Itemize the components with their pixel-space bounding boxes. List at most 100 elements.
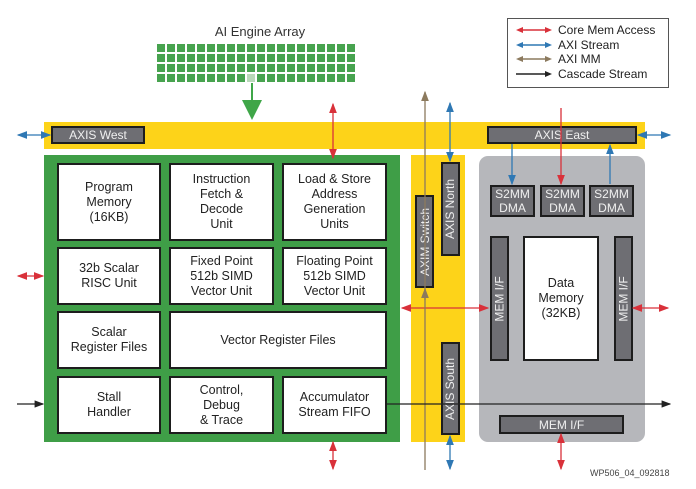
ai-engine-tile [287, 54, 295, 62]
ai-engine-tile [267, 74, 275, 82]
control-debug-block: Control, Debug & Trace [169, 376, 274, 434]
legend-item-axi-stream: AXI Stream [516, 38, 668, 53]
legend-label: AXI MM [558, 52, 601, 67]
ai-engine-tile [247, 64, 255, 72]
red-double-arrow-icon [516, 27, 552, 34]
blue-double-arrow-icon [516, 41, 552, 48]
ai-engine-tile [187, 44, 195, 52]
ai-engine-tile [267, 44, 275, 52]
ai-engine-tile [217, 64, 225, 72]
ai-engine-tile [277, 64, 285, 72]
ai-engine-tile [347, 44, 355, 52]
ai-engine-tile [167, 74, 175, 82]
ai-engine-tile [307, 54, 315, 62]
ai-engine-tile [317, 54, 325, 62]
ai-engine-tile [287, 74, 295, 82]
program-memory-block: Program Memory (16KB) [57, 163, 161, 241]
mem-if-left-block: MEM I/F [490, 236, 509, 361]
ai-engine-tile [247, 74, 255, 82]
legend-item-cascade: Cascade Stream [516, 67, 668, 82]
legend: Core Mem Access AXI Stream AXI MM Cascad… [507, 18, 669, 88]
ai-engine-tile [307, 74, 315, 82]
legend-label: Core Mem Access [558, 23, 656, 38]
ai-engine-tile [237, 74, 245, 82]
ai-engine-tile [157, 64, 165, 72]
ai-engine-tile [157, 74, 165, 82]
ai-engine-tile [337, 64, 345, 72]
ai-engine-tile [267, 64, 275, 72]
ai-engine-tile [327, 44, 335, 52]
ai-engine-tile [187, 74, 195, 82]
ai-engine-tile [167, 54, 175, 62]
ai-engine-tile [227, 44, 235, 52]
legend-item-core-mem: Core Mem Access [516, 23, 668, 38]
ai-engine-tile [297, 64, 305, 72]
array-title: AI Engine Array [214, 24, 306, 39]
ai-engine-grid [157, 44, 357, 84]
scalar-register-block: Scalar Register Files [57, 311, 161, 369]
ai-engine-tile [177, 64, 185, 72]
ai-engine-tile [297, 44, 305, 52]
accumulator-block: Accumulator Stream FIFO [282, 376, 387, 434]
floating-point-block: Floating Point 512b SIMD Vector Unit [282, 247, 387, 305]
ai-engine-tile [247, 44, 255, 52]
ai-engine-tile [317, 74, 325, 82]
mem-if-right-block: MEM I/F [614, 236, 633, 361]
fixed-point-block: Fixed Point 512b SIMD Vector Unit [169, 247, 274, 305]
axis-west-block: AXIS West [51, 126, 145, 144]
ai-engine-tile [227, 74, 235, 82]
ai-engine-tile [277, 54, 285, 62]
ai-engine-tile [337, 54, 345, 62]
ai-engine-tile [157, 54, 165, 62]
ai-engine-tile [327, 64, 335, 72]
data-memory-block: Data Memory (32KB) [523, 236, 599, 361]
ai-engine-tile [187, 64, 195, 72]
ai-engine-tile [347, 74, 355, 82]
ai-engine-tile [277, 44, 285, 52]
ai-engine-tile [257, 54, 265, 62]
axis-north-block: AXIS North [441, 162, 460, 256]
ai-engine-tile [267, 54, 275, 62]
brown-double-arrow-icon [516, 56, 552, 63]
ai-engine-tile [247, 54, 255, 62]
ai-engine-tile [207, 44, 215, 52]
legend-label: AXI Stream [558, 37, 620, 52]
ai-engine-tile [237, 64, 245, 72]
axis-east-block: AXIS East [487, 126, 637, 144]
legend-label: Cascade Stream [558, 66, 648, 81]
ai-engine-tile [197, 64, 205, 72]
ai-engine-tile [347, 54, 355, 62]
ai-engine-tile [197, 54, 205, 62]
ai-engine-tile [177, 44, 185, 52]
black-arrow-icon [516, 70, 552, 77]
ai-engine-tile [297, 74, 305, 82]
ai-engine-tile [177, 54, 185, 62]
ai-engine-tile [227, 54, 235, 62]
ai-engine-tile [307, 44, 315, 52]
ai-engine-tile [167, 44, 175, 52]
ai-engine-tile [197, 44, 205, 52]
axis-south-block: AXIS South [441, 342, 460, 435]
ai-engine-tile [157, 44, 165, 52]
ai-engine-tile [347, 64, 355, 72]
vector-register-block: Vector Register Files [169, 311, 387, 369]
ai-engine-tile [327, 54, 335, 62]
ai-engine-tile [257, 74, 265, 82]
ai-engine-tile [177, 74, 185, 82]
ai-engine-tile [297, 54, 305, 62]
ai-engine-tile [217, 44, 225, 52]
ai-engine-tile [237, 44, 245, 52]
ai-engine-tile [337, 44, 345, 52]
legend-item-axi-mm: AXI MM [516, 52, 668, 67]
ai-engine-tile [257, 44, 265, 52]
s2mm-dma-block-2: S2MM DMA [540, 185, 585, 217]
ai-engine-tile [207, 74, 215, 82]
load-store-block: Load & Store Address Generation Units [282, 163, 387, 241]
ai-engine-tile [207, 54, 215, 62]
ai-engine-tile [287, 64, 295, 72]
s2mm-dma-block-3: S2MM DMA [589, 185, 634, 217]
ai-engine-tile [257, 64, 265, 72]
ai-engine-tile [227, 64, 235, 72]
figure-id: WP506_04_092818 [590, 468, 670, 478]
